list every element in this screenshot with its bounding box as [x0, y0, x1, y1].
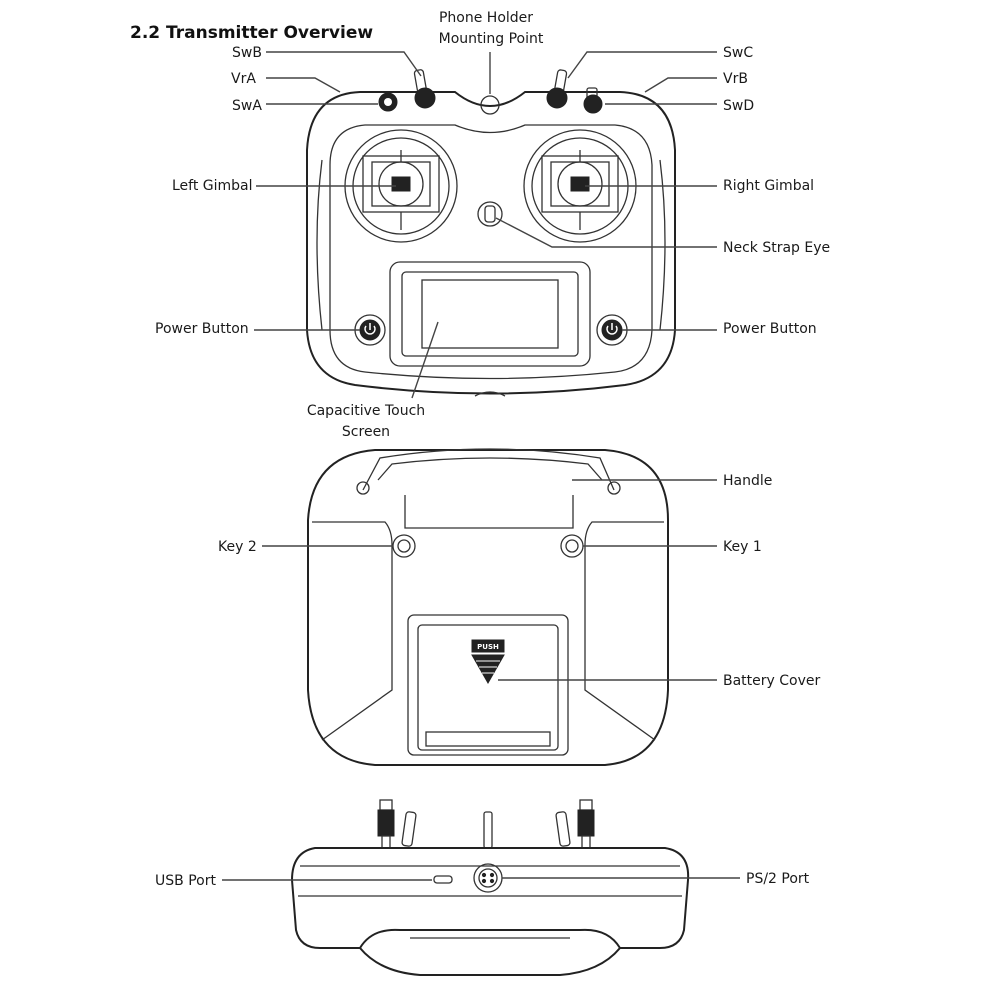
label-swc: SwC: [723, 45, 753, 61]
label-power-button-right: Power Button: [723, 321, 817, 337]
bottom-center-stub: [483, 811, 493, 849]
label-left-gimbal: Left Gimbal: [172, 178, 253, 194]
back-view: PUSH: [307, 448, 669, 766]
front-leader-lines: [254, 51, 717, 399]
diagram-title: 2.2 Transmitter Overview: [130, 23, 373, 43]
label-vrb: VrB: [723, 71, 748, 87]
usb-port: [433, 875, 453, 884]
labels: Phone Holder Mounting Point SwB VrA SwA …: [155, 10, 830, 889]
label-handle: Handle: [723, 473, 772, 489]
label-swb: SwB: [232, 45, 262, 61]
handle-base: [404, 495, 574, 529]
label-touch-line1: Capacitive Touch: [307, 403, 425, 419]
bottom-view: [290, 799, 690, 976]
bottom-body-outline: [290, 847, 690, 949]
label-key2: Key 2: [218, 539, 257, 555]
label-right-gimbal: Right Gimbal: [723, 178, 814, 194]
label-touch-line2: Screen: [342, 424, 390, 440]
bottom-leader-lines: [222, 877, 740, 881]
label-usb-port: USB Port: [155, 873, 216, 889]
label-battery-cover: Battery Cover: [723, 673, 821, 689]
neck-strap-eye: [477, 201, 503, 227]
power-button-right: [596, 314, 628, 346]
handle: [362, 448, 615, 491]
bottom-notch: [474, 391, 506, 397]
handle-screw-left: [356, 481, 370, 495]
back-left-grip: [312, 521, 393, 741]
right-grip-edge: [659, 159, 666, 331]
label-phone-holder-line2: Mounting Point: [439, 31, 544, 47]
push-label: PUSH: [477, 643, 499, 651]
battery-cover: PUSH: [407, 614, 569, 756]
handle-inner: [377, 457, 603, 481]
phone-holder-mount: [480, 95, 500, 115]
touch-screen: [389, 261, 591, 367]
back-leader-lines: [262, 479, 717, 681]
handle-screw-right: [607, 481, 621, 495]
knob-vrb: [583, 87, 603, 114]
switch-swb: [413, 69, 436, 109]
label-power-button-left: Power Button: [155, 321, 249, 337]
bottom-left-switches: [377, 799, 417, 849]
front-view: [306, 69, 676, 397]
label-swd: SwD: [723, 98, 754, 114]
label-swa: SwA: [232, 98, 262, 114]
label-neck-strap-eye: Neck Strap Eye: [723, 240, 830, 256]
label-vra: VrA: [231, 71, 256, 87]
back-right-grip: [584, 521, 664, 741]
bottom-right-switches: [555, 799, 595, 849]
label-ps2-port: PS/2 Port: [746, 871, 810, 887]
bottom-handle: [358, 928, 622, 976]
ps2-port: [473, 863, 503, 893]
label-phone-holder-line1: Phone Holder: [439, 10, 533, 26]
knob-vra: [378, 92, 398, 112]
left-grip-edge: [316, 159, 323, 331]
back-body-outline: [307, 449, 669, 766]
switch-swc: [546, 69, 568, 109]
label-key1: Key 1: [723, 539, 762, 555]
